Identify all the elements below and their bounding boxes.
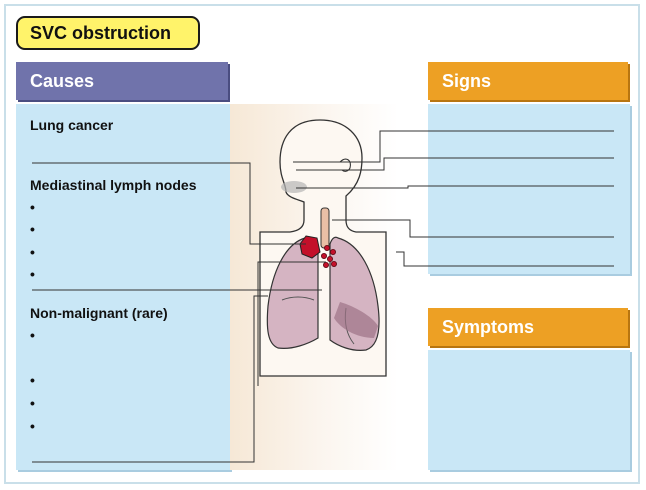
ear-outline xyxy=(339,158,351,172)
signs-header: Signs xyxy=(428,62,628,100)
non-malignant-bullet-4: • xyxy=(30,418,35,434)
trachea xyxy=(320,207,330,249)
signs-panel xyxy=(428,104,630,274)
sign-leader-lines xyxy=(293,130,614,267)
figure-title: SVC obstruction xyxy=(16,16,200,50)
tumor-mass xyxy=(299,235,321,259)
lymph-nodes xyxy=(320,244,337,268)
cause-lung-cancer: Lung cancer xyxy=(30,117,114,133)
left-lower-lobe xyxy=(334,302,378,338)
symptoms-panel xyxy=(428,350,630,470)
non-malignant-bullet-3: • xyxy=(30,395,35,411)
causes-header: Causes xyxy=(16,62,228,100)
mediastinal-bullet-1: • xyxy=(30,199,35,215)
non-malignant-bullet-2: • xyxy=(30,372,35,388)
lungs xyxy=(266,236,380,351)
cause-mediastinal-lymph-nodes: Mediastinal lymph nodes xyxy=(30,177,197,193)
right-lung-fissure xyxy=(281,296,315,301)
causes-panel xyxy=(16,104,230,470)
cause-leader-lines xyxy=(32,162,326,463)
cause-non-malignant: Non-malignant (rare) xyxy=(30,305,168,321)
non-malignant-bullet-1: • xyxy=(30,327,35,343)
face-flush-shading xyxy=(281,181,307,193)
mediastinal-bullet-2: • xyxy=(30,221,35,237)
symptoms-header: Symptoms xyxy=(428,308,628,346)
mediastinal-bullet-4: • xyxy=(30,266,35,282)
mediastinal-bullet-3: • xyxy=(30,244,35,260)
